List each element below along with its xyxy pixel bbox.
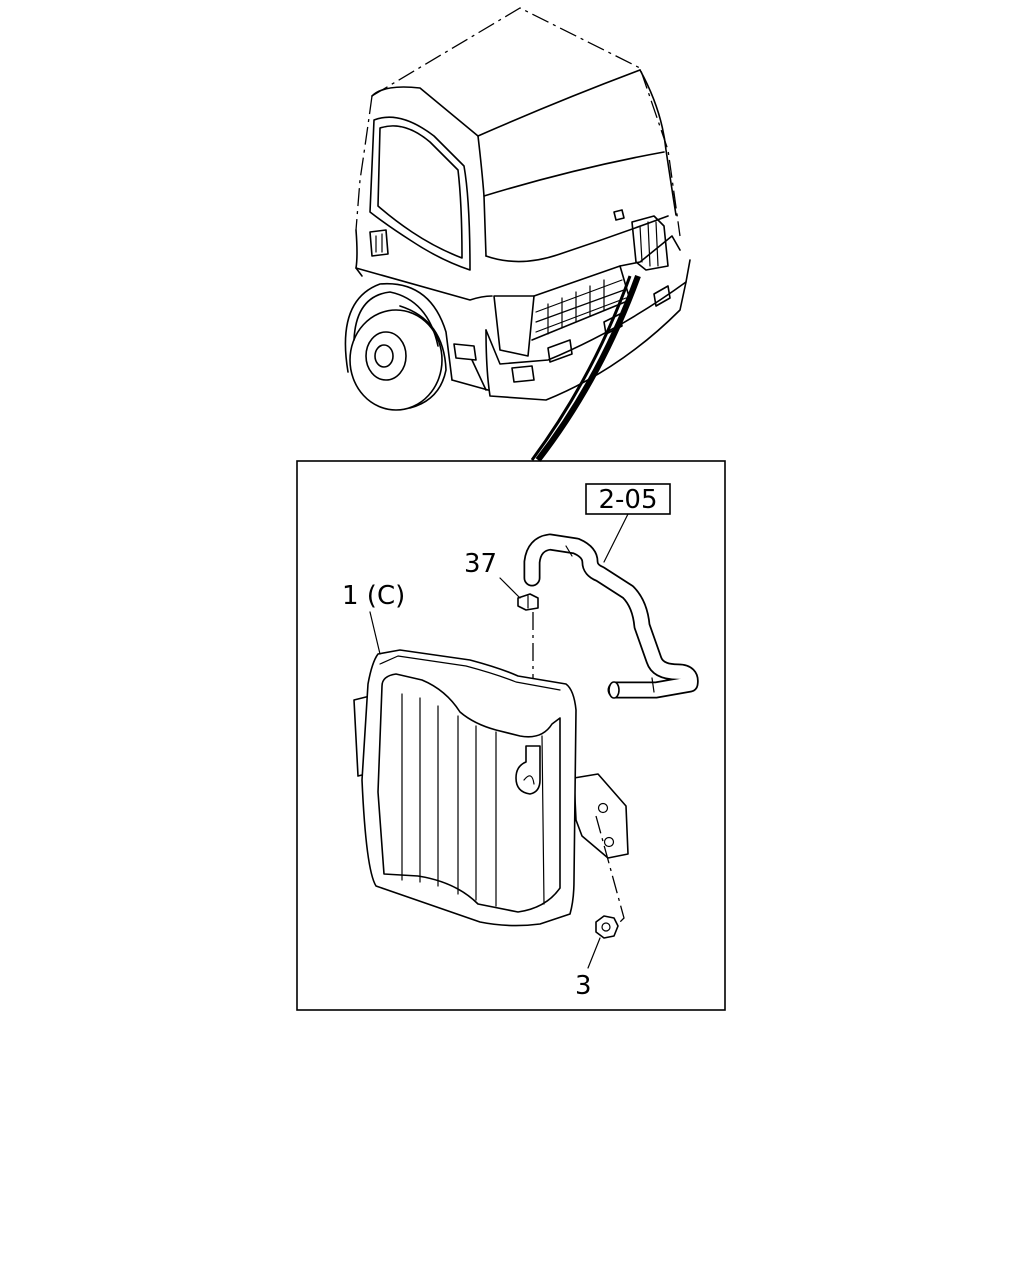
reference-box-2-05: 2-05: [585, 483, 671, 563]
label-part-1c: 1 (C): [342, 581, 405, 611]
detail-inset-frame: [296, 460, 726, 1011]
reference-box-label: 2-05: [598, 485, 657, 515]
nut-3: 3: [575, 815, 625, 1001]
washer-fluid-tank: 1 (C): [342, 581, 629, 927]
truck-cab-illustration: [344, 7, 691, 462]
washer-hose: [523, 533, 699, 699]
label-part-37: 37: [464, 549, 497, 579]
label-part-3: 3: [575, 971, 592, 1001]
